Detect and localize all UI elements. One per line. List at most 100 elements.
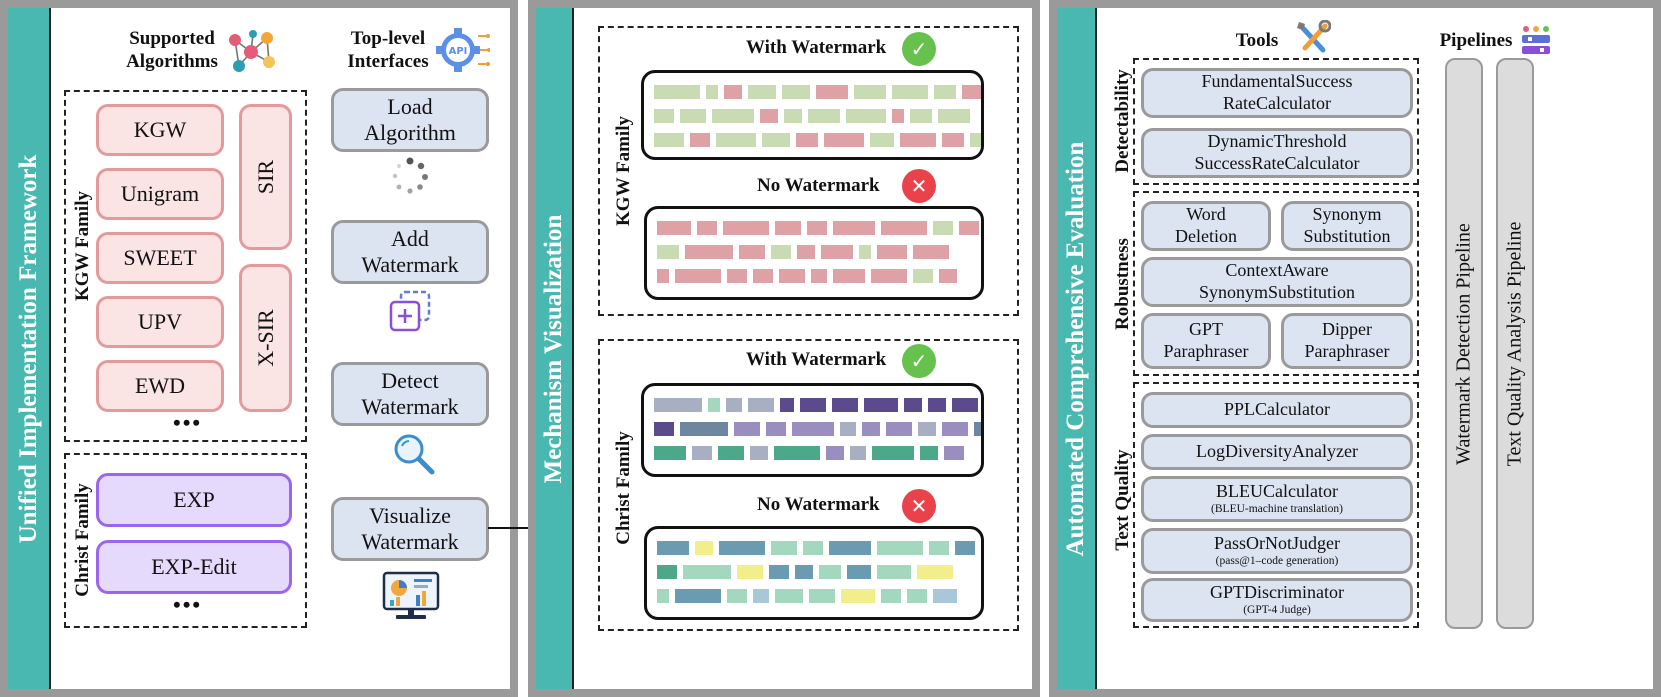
christ-family-label: Christ Family — [72, 483, 93, 597]
token-block — [716, 133, 756, 147]
algorithm-exp-edit[interactable]: EXP-Edit — [96, 540, 292, 594]
token-block — [929, 541, 949, 555]
token-block — [760, 109, 778, 123]
token-block — [832, 398, 858, 412]
tool-dipper-paraphraser[interactable]: Dipper Paraphraser — [1281, 313, 1413, 369]
tool-bleu-calculator-sub: (BLEU-machine translation) — [1211, 503, 1343, 516]
tool-gpt-paraphraser-label: GPT Paraphraser — [1163, 319, 1249, 361]
token-block — [918, 422, 936, 436]
middle-side-title: Mechanism Visualization — [540, 214, 567, 483]
token-block — [782, 85, 810, 99]
christ-watermarked-tokens — [641, 383, 984, 477]
token-block — [771, 245, 791, 259]
token-block — [697, 221, 717, 235]
token-block — [808, 109, 840, 123]
algorithm-ewd[interactable]: EWD — [96, 360, 224, 412]
kgw-family-group — [64, 90, 307, 442]
magnifier-icon — [394, 434, 435, 475]
pipelines-title: Pipelines — [1439, 30, 1513, 51]
tool-pass-or-not-judger[interactable]: PassOrNotJudger (pass@1–code generation) — [1141, 528, 1413, 574]
kgw-more-ellipsis: ••• — [173, 410, 203, 435]
tool-pass-or-not-judger-label: PassOrNotJudger — [1214, 532, 1340, 553]
tool-context-aware-synonym-substitution[interactable]: ContextAware SynonymSubstitution — [1141, 257, 1413, 307]
algorithm-x-sir[interactable]: X-SIR — [239, 264, 292, 412]
interface-add-watermark[interactable]: Add Watermark — [331, 220, 489, 284]
token-block — [675, 589, 721, 603]
token-block — [829, 541, 871, 555]
algorithm-sweet[interactable]: SWEET — [96, 232, 224, 284]
tool-bleu-calculator[interactable]: BLEUCalculator (BLEU-machine translation… — [1141, 476, 1413, 522]
token-block — [910, 109, 932, 123]
dashboard-icon — [382, 571, 440, 619]
algorithm-sir[interactable]: SIR — [239, 104, 292, 250]
tool-bleu-calculator-label: BLEUCalculator — [1216, 480, 1338, 501]
token-block — [695, 541, 713, 555]
text-quality-label: Text Quality — [1112, 449, 1133, 551]
watermark-detection-pipeline[interactable]: Watermark Detection Pipeline — [1445, 58, 1483, 629]
token-block — [870, 133, 894, 147]
cross-icon: ✕ — [902, 489, 936, 523]
tools-title: Tools — [1235, 30, 1279, 51]
token-block — [800, 398, 826, 412]
interface-load-algorithm[interactable]: Load Algorithm — [331, 88, 489, 152]
token-block — [654, 85, 700, 99]
token-block — [886, 422, 912, 436]
token-block — [900, 133, 936, 147]
token-block — [928, 398, 946, 412]
tool-dynamic-threshold-success-rate-calculator[interactable]: DynamicThreshold SuccessRateCalculator — [1141, 128, 1413, 178]
token-block — [718, 446, 744, 460]
tool-synonym-substitution[interactable]: Synonym Substitution — [1281, 201, 1413, 251]
token-block — [933, 221, 953, 235]
kgw-watermarked-tokens — [641, 70, 984, 160]
token-block — [833, 269, 865, 283]
token-block — [750, 446, 768, 460]
token-block — [779, 269, 805, 283]
token-block — [748, 398, 774, 412]
algorithm-exp[interactable]: EXP — [96, 473, 292, 527]
token-block — [970, 133, 981, 147]
text-quality-analysis-pipeline[interactable]: Text Quality Analysis Pipeline — [1496, 58, 1534, 629]
tool-pass-or-not-judger-sub: (pass@1–code generation) — [1215, 555, 1339, 568]
interface-visualize-watermark[interactable]: Visualize Watermark — [331, 497, 489, 561]
right-side-title: Automated Comprehensive Evaluation — [1062, 141, 1089, 556]
tool-log-diversity-analyzer[interactable]: LogDiversityAnalyzer — [1141, 434, 1413, 470]
token-block — [917, 565, 953, 579]
token-block — [840, 422, 856, 436]
token-block — [795, 565, 813, 579]
token-block — [726, 398, 742, 412]
token-block — [719, 541, 765, 555]
token-block — [892, 109, 904, 123]
token-block — [933, 589, 957, 603]
tool-fundamental-success-rate-calculator[interactable]: FundamentalSuccess RateCalculator — [1141, 68, 1413, 118]
algorithm-upv[interactable]: UPV — [96, 296, 224, 348]
network-icon — [229, 30, 275, 72]
token-block — [913, 269, 933, 283]
token-block — [657, 565, 677, 579]
tool-gpt-discriminator[interactable]: GPTDiscriminator (GPT-4 Judge) — [1141, 578, 1413, 622]
token-block — [824, 133, 864, 147]
token-block — [974, 422, 981, 436]
tool-word-deletion-label: Word Deletion — [1175, 204, 1237, 246]
algorithm-unigram[interactable]: Unigram — [96, 168, 224, 220]
tool-gpt-paraphraser[interactable]: GPT Paraphraser — [1141, 313, 1271, 369]
token-block — [877, 541, 923, 555]
token-block — [826, 446, 844, 460]
token-block — [685, 245, 733, 259]
token-block — [881, 589, 901, 603]
middle-side-bar: Mechanism Visualization — [536, 8, 574, 689]
token-block — [920, 446, 938, 460]
kgw-visual-label: KGW Family — [613, 116, 634, 226]
token-block — [739, 245, 765, 259]
token-block — [675, 269, 721, 283]
add-layer-icon — [389, 290, 431, 332]
interface-detect-watermark[interactable]: Detect Watermark — [331, 362, 489, 426]
algorithm-kgw[interactable]: KGW — [96, 104, 224, 156]
token-block — [938, 109, 970, 123]
token-block — [955, 541, 975, 555]
token-block — [904, 398, 922, 412]
detectability-group — [1133, 58, 1419, 185]
token-block — [657, 221, 691, 235]
tool-ppl-calculator[interactable]: PPLCalculator — [1141, 392, 1413, 428]
christ-family-group — [64, 453, 307, 628]
tool-word-deletion[interactable]: Word Deletion — [1141, 201, 1271, 251]
